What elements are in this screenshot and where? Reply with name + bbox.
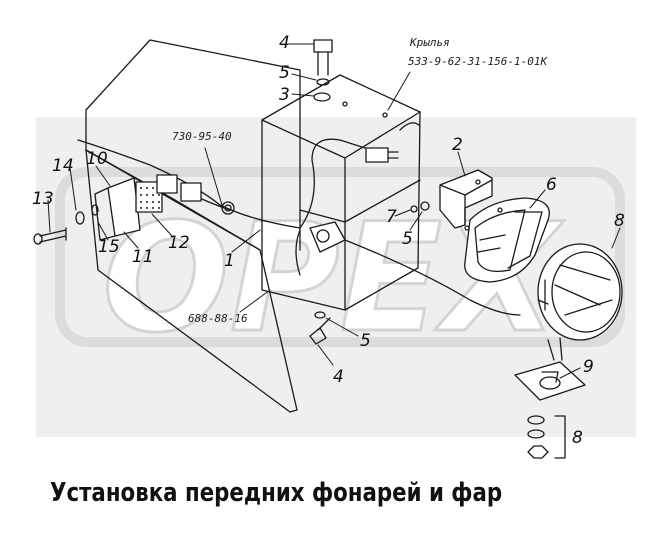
washers — [410, 201, 430, 213]
callout-5-mid: 5 — [402, 229, 413, 249]
callout-5-bottom: 5 — [360, 331, 371, 351]
bottom-bolt — [309, 311, 331, 345]
callout-7: 7 — [386, 207, 397, 227]
code-730-95-40: 730-95-40 — [172, 130, 232, 143]
wings-part-number: 533-9-62-31-156-1-01К — [408, 55, 548, 68]
callout-14: 14 — [52, 156, 74, 176]
mounting-box — [261, 74, 421, 311]
callout-9: 9 — [583, 357, 594, 377]
callout-6: 6 — [546, 175, 557, 195]
code-688-88-16: 688-88-16 — [188, 312, 248, 325]
callout-4-bottom: 4 — [333, 367, 344, 387]
caption-text: Установка передних фонарей и фар — [50, 478, 503, 508]
watermark-frame — [55, 167, 625, 347]
callout-8-headlight: 8 — [614, 211, 625, 231]
callout-3: 3 — [279, 85, 290, 105]
front-lamp — [464, 197, 550, 283]
nut-stack — [527, 415, 566, 459]
callouts: 4 5 3 2 6 8 7 5 1 5 4 9 8 10 14 13 15 11… — [32, 33, 625, 448]
leader-lines — [47, 43, 621, 379]
callout-12: 12 — [168, 233, 190, 253]
mount-plate — [514, 361, 586, 401]
callout-11: 11 — [132, 247, 154, 267]
headlight — [537, 243, 623, 361]
connector — [365, 147, 399, 163]
callout-10: 10 — [86, 149, 108, 169]
top-bolt — [313, 39, 333, 102]
callout-2: 2 — [452, 135, 463, 155]
callout-4-top: 4 — [279, 33, 290, 53]
callout-1: 1 — [224, 251, 235, 271]
callout-8-nuts: 8 — [572, 428, 583, 448]
callout-15: 15 — [98, 237, 120, 257]
callout-13: 13 — [32, 189, 54, 209]
callout-5-top: 5 — [279, 63, 290, 83]
diagram-caption: Установка передних фонарей и фар — [0, 478, 665, 508]
bracket — [439, 169, 493, 229]
side-marker-assembly — [33, 174, 202, 245]
wings-label: Крылья — [409, 36, 450, 49]
